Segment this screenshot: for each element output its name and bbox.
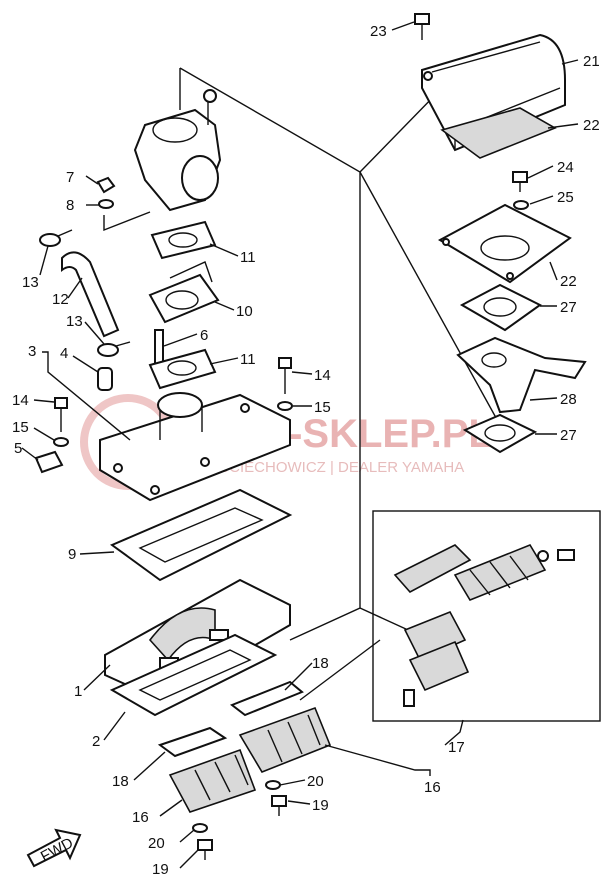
callout-labels: 23 21 22 24 25 22 27 28 27 7 8 11 10 6 1… — [12, 23, 600, 878]
bolt-25 — [512, 171, 528, 192]
reed-valve-16-right — [229, 680, 332, 773]
callout-5: 5 — [14, 440, 22, 457]
gasket-2 — [109, 633, 278, 717]
callout-2: 2 — [92, 733, 100, 750]
callout-9: 9 — [68, 546, 76, 563]
clip-5 — [34, 450, 64, 474]
callout-20-lower: 20 — [148, 835, 165, 852]
callout-10: 10 — [236, 303, 253, 320]
assembly-guide-lines — [179, 67, 501, 641]
callout-11-lower: 11 — [240, 351, 256, 368]
washer-20-upper — [265, 780, 281, 790]
callout-1: 1 — [74, 683, 82, 700]
callout-15-left: 15 — [12, 419, 29, 436]
callout-21: 21 — [583, 53, 600, 70]
carburetor — [133, 89, 222, 212]
stud-6 — [154, 329, 164, 365]
washer-8 — [98, 199, 114, 209]
fwd-arrow: FWD — [26, 828, 82, 868]
hose-12 — [61, 251, 120, 338]
callout-28: 28 — [560, 391, 577, 408]
callout-20-upper: 20 — [307, 773, 324, 790]
callout-3: 3 — [28, 343, 36, 360]
callout-7: 7 — [66, 169, 74, 186]
washer-15-right — [277, 401, 293, 411]
bolt-14-left — [54, 397, 68, 432]
carb-joint-10 — [148, 261, 220, 324]
callout-23: 22 — [583, 117, 600, 134]
callout-15-right: 15 — [314, 399, 331, 416]
bolt-14-right — [278, 357, 292, 394]
callout-27-upper: 27 — [560, 299, 577, 316]
callout-19-upper: 19 — [312, 797, 329, 814]
callout-19-lower: 19 — [152, 861, 169, 878]
gasket-27-lower — [462, 413, 538, 454]
callout-27-lower: 27 — [560, 427, 577, 444]
callout-22: 22 — [560, 273, 577, 290]
callout-8: 8 — [66, 197, 74, 214]
callout-26: 25 — [557, 189, 574, 206]
callout-24: 23 — [370, 23, 387, 40]
callout-13-upper: 13 — [22, 274, 39, 291]
gasket-11-lower — [148, 348, 217, 390]
callout-25: 24 — [557, 159, 574, 176]
clamp-13-lower — [97, 341, 131, 357]
washer-26 — [513, 200, 529, 210]
gasket-9 — [109, 488, 293, 582]
bolt-24 — [414, 13, 430, 40]
callout-16-left: 16 — [132, 809, 149, 826]
intake-manifold — [99, 392, 291, 502]
callout-11-upper: 11 — [240, 249, 256, 266]
washer-15-left — [53, 437, 69, 447]
callout-14-left: 14 — [12, 392, 29, 409]
reed-valve-body-1 — [104, 578, 291, 702]
callout-6: 6 — [200, 327, 208, 344]
gasket-27-upper — [459, 283, 542, 332]
bracket-28 — [456, 336, 587, 414]
callout-13-lower: 13 — [66, 313, 83, 330]
callout-17: 17 — [448, 739, 465, 756]
callout-18-left: 18 — [112, 773, 129, 790]
callout-4: 4 — [60, 345, 68, 362]
callout-12: 12 — [52, 291, 69, 308]
callout-16-right: 16 — [424, 779, 441, 796]
callout-18-right: 18 — [312, 655, 329, 672]
cap-4 — [97, 367, 113, 391]
washer-20-lower — [192, 823, 208, 833]
callout-14-right: 14 — [314, 367, 331, 384]
clamp-13-upper — [39, 229, 73, 247]
silencer-case — [437, 203, 572, 284]
nut-7 — [96, 176, 116, 194]
bolt-19-upper — [271, 795, 287, 816]
watermark-sub-text: OJCIECHOWICZ | DEALER YAMAHA — [210, 459, 464, 476]
inset-detail-box — [372, 510, 601, 722]
gasket-11-upper — [150, 220, 217, 260]
bolt-19-lower — [197, 839, 213, 860]
leader-lines — [21, 21, 579, 869]
reed-valve-16-left — [157, 726, 257, 813]
silencer-element — [440, 107, 557, 159]
